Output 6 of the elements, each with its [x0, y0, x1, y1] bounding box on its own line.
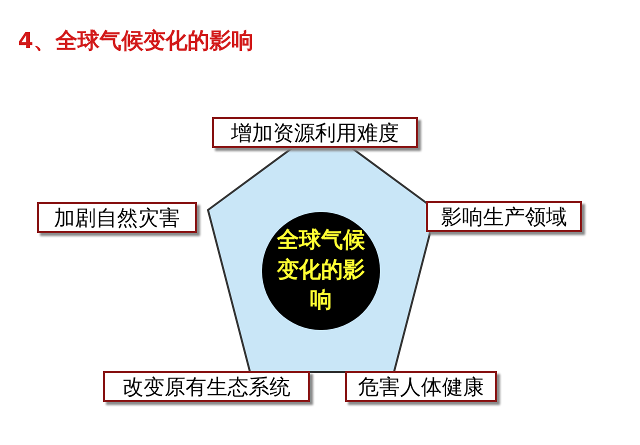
effect-box: 增加资源利用难度 [212, 117, 418, 148]
effect-box: 危害人体健康 [345, 371, 497, 402]
effect-box: 加剧自然灾害 [37, 202, 197, 233]
effect-box: 改变原有生态系统 [103, 371, 310, 402]
effect-box: 影响生产领域 [426, 201, 582, 232]
title: 4、全球气候变化的影响 [18, 28, 254, 56]
